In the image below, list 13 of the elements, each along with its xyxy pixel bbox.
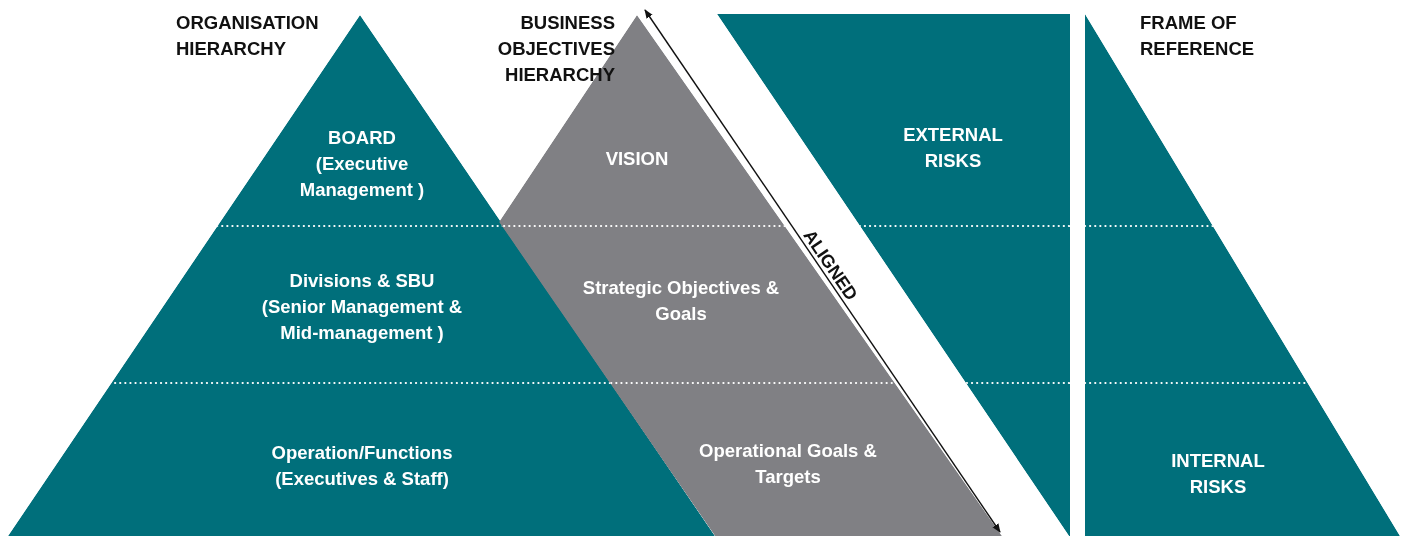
tier-label: Operational Goals & Targets — [698, 439, 878, 489]
tier-label: EXTERNAL RISKS — [902, 123, 1004, 173]
objectives-band — [499, 15, 1002, 536]
tier-label: VISION — [604, 147, 670, 171]
tier-label: Strategic Objectives & Goals — [581, 276, 781, 326]
tier-label: INTERNAL RISKS — [1170, 449, 1266, 499]
internal-risk-triangle — [1085, 14, 1400, 536]
hierarchy-heading: BUSINESS OBJECTIVES HIERARCHY — [496, 11, 615, 87]
hierarchy-heading: FRAME OF REFERENCE — [1140, 11, 1256, 61]
tier-label: Operation/Functions (Executives & Staff) — [270, 441, 454, 491]
tier-label: BOARD (Executive Management ) — [298, 126, 426, 202]
hierarchy-heading: ORGANISATION HIERARCHY — [176, 11, 320, 61]
tier-label: Divisions & SBU (Senior Management & Mid-management ) — [260, 269, 464, 345]
